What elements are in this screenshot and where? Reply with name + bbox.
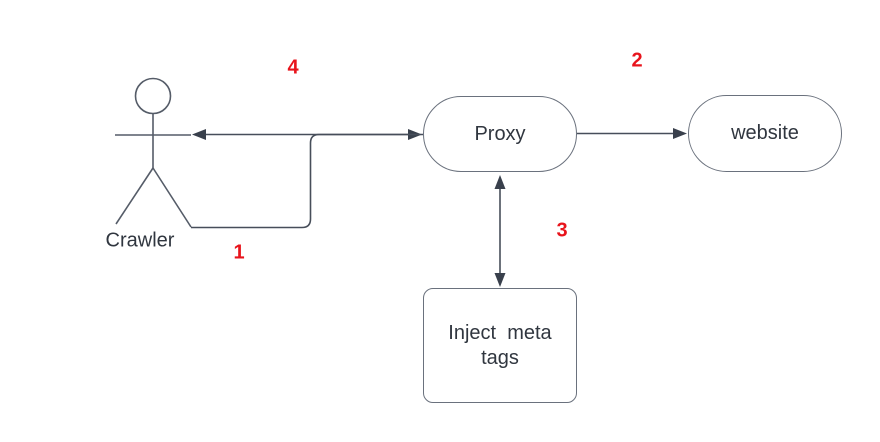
- arrow-proxy-to-crawler: [192, 129, 423, 140]
- node-proxy-label: Proxy: [474, 122, 526, 145]
- step-4-label: 4: [287, 56, 299, 79]
- node-inject-meta-tags: Inject meta tags: [423, 288, 577, 403]
- node-website: website: [688, 95, 842, 172]
- step-3-label: 3: [556, 219, 568, 242]
- step-2-label: 2: [631, 49, 643, 72]
- arrow-proxy-inject-bidirectional: [494, 175, 506, 287]
- crawler-label: Crawler: [105, 229, 175, 252]
- step-1-label: 1: [233, 241, 245, 264]
- node-website-label: website: [731, 122, 799, 144]
- arrow-crawler-to-proxy: [191, 129, 422, 229]
- arrow-proxy-to-website: [577, 128, 687, 139]
- node-proxy: Proxy: [423, 96, 577, 172]
- crawler-actor-icon: [115, 77, 192, 228]
- node-inject-meta-tags-label: Inject meta tags: [448, 321, 552, 369]
